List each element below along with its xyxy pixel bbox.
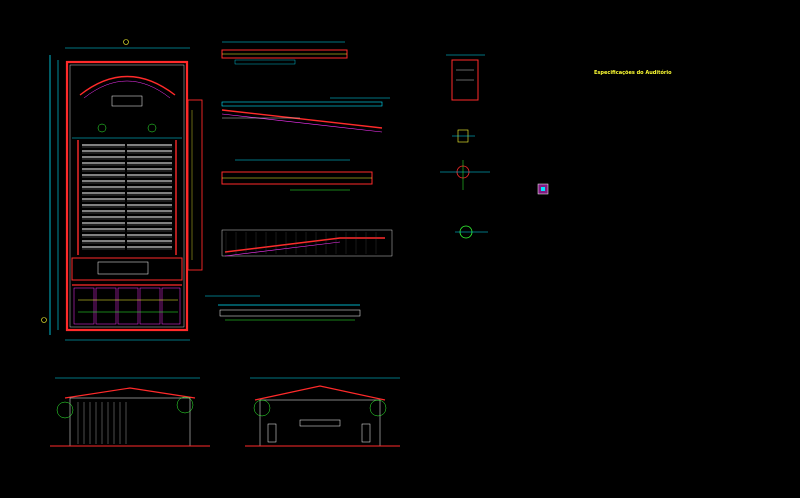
specification-notes: Especificações do Auditório xyxy=(594,70,772,81)
section-details xyxy=(205,41,393,321)
auditorium-floor-plan xyxy=(41,39,203,341)
construction-details xyxy=(440,54,549,239)
elevations xyxy=(50,377,400,447)
notes-title: Especificações do Auditório xyxy=(594,70,672,76)
